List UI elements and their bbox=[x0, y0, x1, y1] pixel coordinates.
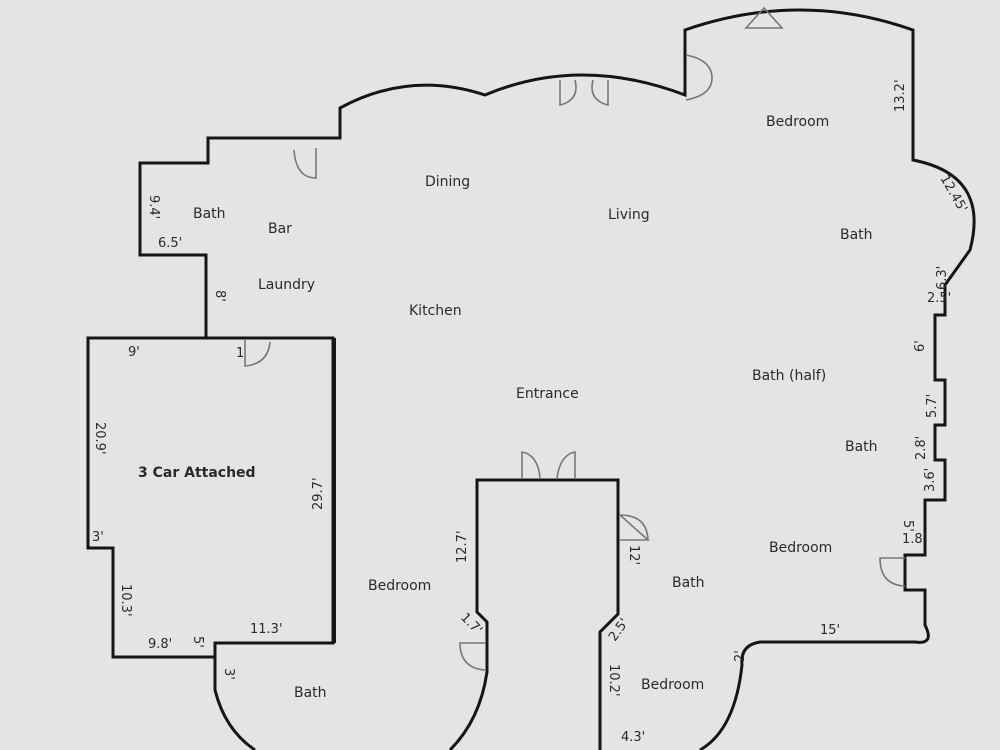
dimension-label: 3' bbox=[221, 668, 236, 680]
dimension-label: 3.6' bbox=[923, 468, 938, 492]
dimension-label: 4.3' bbox=[621, 730, 645, 745]
room-label-garage: 3 Car Attached bbox=[138, 465, 256, 481]
exterior-wall bbox=[138, 8, 976, 750]
room-label-bath: Bath bbox=[840, 227, 873, 243]
dimension-label: 10.3' bbox=[118, 584, 133, 617]
door-icon[interactable] bbox=[293, 148, 317, 179]
dimension-label: 1 bbox=[236, 346, 244, 361]
dimension-label: 6.5' bbox=[158, 236, 182, 251]
double-door-icon[interactable] bbox=[559, 79, 609, 107]
dimension-label: 9.4' bbox=[146, 195, 161, 219]
bedroom-bottom-center-wall bbox=[448, 478, 620, 750]
dimension-label: 6.3' bbox=[935, 266, 950, 290]
dimension-label: 13.2' bbox=[893, 79, 908, 112]
dimension-label: 2' bbox=[733, 650, 748, 662]
dimension-label: 10.2' bbox=[606, 664, 621, 697]
dimension-label: 2.8' bbox=[914, 436, 929, 460]
door-icon[interactable] bbox=[619, 514, 651, 541]
room-label-entrance: Entrance bbox=[516, 386, 579, 402]
dimension-label: 3' bbox=[92, 530, 104, 545]
door-icon[interactable] bbox=[459, 642, 486, 671]
room-label-bedroom: Bedroom bbox=[641, 677, 704, 693]
double-door-icon[interactable] bbox=[685, 54, 713, 101]
dimension-label: 20.9' bbox=[92, 422, 107, 455]
door-icon[interactable] bbox=[744, 6, 784, 29]
dimension-label: 9.8' bbox=[148, 637, 172, 652]
dimension-label: 12' bbox=[626, 545, 641, 565]
dimension-label: 1.8' bbox=[902, 532, 926, 547]
room-label-dining: Dining bbox=[425, 174, 470, 190]
room-label-bedroom: Bedroom bbox=[769, 540, 832, 556]
dimension-label: 5' bbox=[900, 520, 915, 532]
dimension-label: 29.7' bbox=[311, 477, 326, 510]
dimension-label: 12.45' bbox=[937, 173, 970, 216]
bath-bottom-left-wall bbox=[213, 657, 256, 750]
dimension-label: 2.5' bbox=[927, 291, 951, 306]
room-label-kitchen: Kitchen bbox=[409, 303, 462, 319]
room-label-bath: Bath bbox=[672, 575, 705, 591]
room-label-living: Living bbox=[608, 207, 650, 223]
dimension-label: 15' bbox=[820, 623, 840, 638]
dimension-label: 5.7' bbox=[925, 394, 940, 418]
room-label-laundry: Laundry bbox=[258, 277, 315, 293]
dimension-label: 5' bbox=[190, 636, 205, 648]
double-door-icon[interactable] bbox=[521, 451, 576, 479]
dimension-label: 12.7' bbox=[455, 530, 470, 563]
dimension-label: 6' bbox=[913, 340, 928, 352]
dimension-label: 9' bbox=[128, 345, 140, 360]
room-label-bath: Bath bbox=[294, 685, 327, 701]
dimension-label: 11.3' bbox=[250, 622, 283, 637]
room-label-bedroom: Bedroom bbox=[766, 114, 829, 130]
room-label-bedroom: Bedroom bbox=[368, 578, 431, 594]
door-icon[interactable] bbox=[879, 557, 906, 587]
dimension-label: 8' bbox=[212, 290, 227, 302]
room-label-bath: Bath bbox=[193, 206, 226, 222]
room-label-bath-half: Bath (half) bbox=[752, 368, 826, 384]
door-icon[interactable] bbox=[244, 340, 271, 367]
room-label-bath: Bath bbox=[845, 439, 878, 455]
room-label-bar: Bar bbox=[268, 221, 292, 237]
